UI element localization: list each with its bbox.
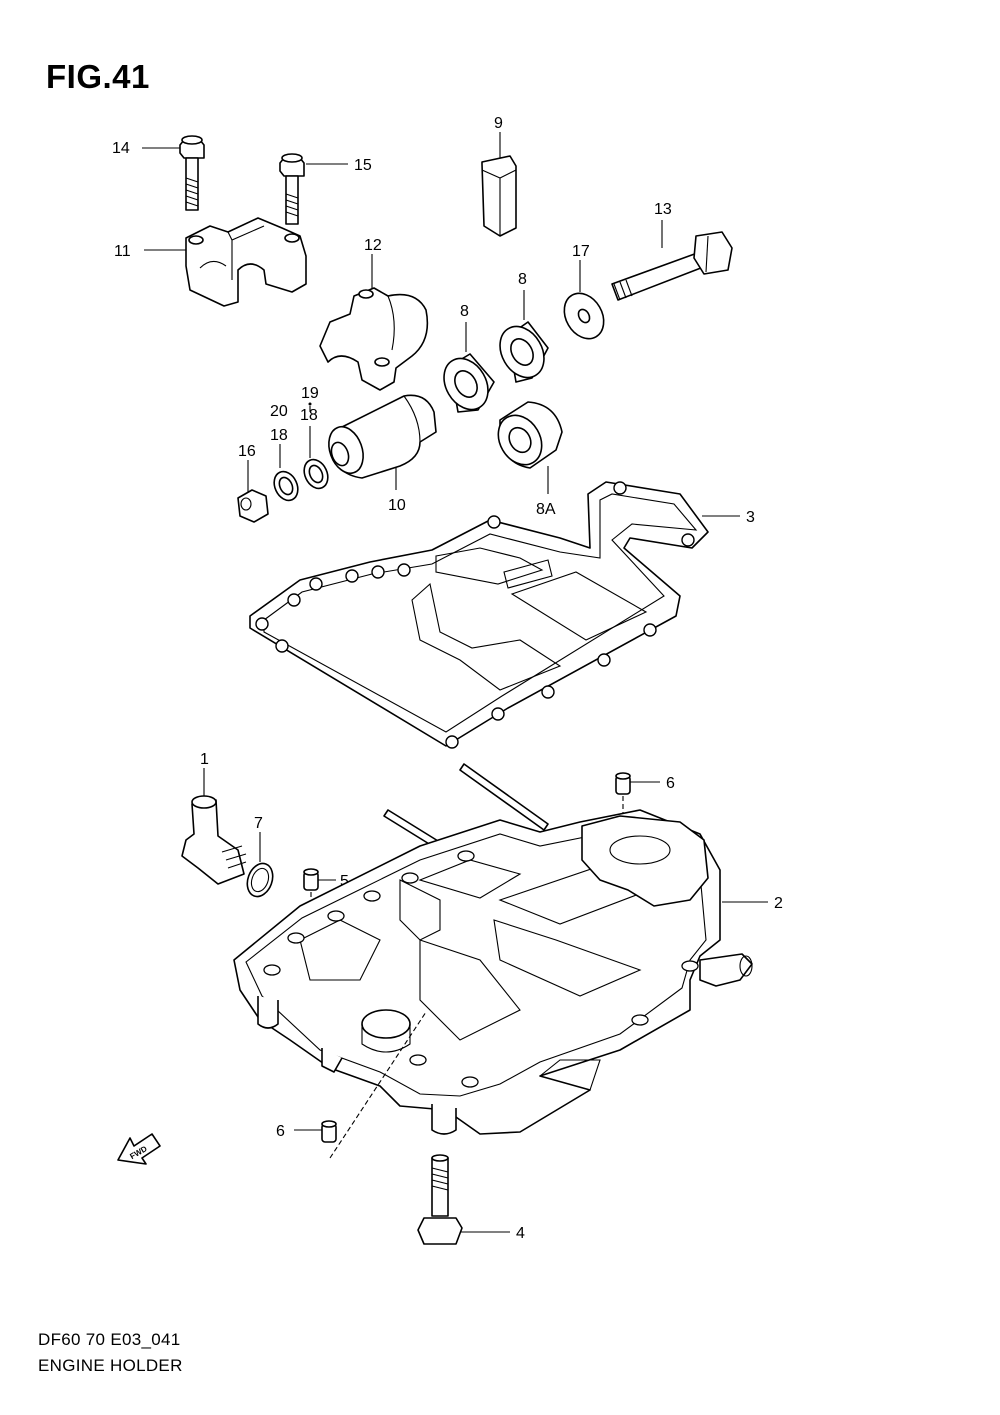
part-17-washer bbox=[563, 260, 605, 340]
part-14-bolt bbox=[142, 135, 205, 211]
part-6-dowel-upper bbox=[615, 772, 660, 874]
part-1-elbow-fitting bbox=[181, 768, 247, 885]
callout-12: 12 bbox=[364, 237, 382, 254]
callout-14: 14 bbox=[112, 140, 130, 157]
callout-13: 13 bbox=[654, 201, 672, 218]
callout-2: 2 bbox=[774, 895, 783, 912]
fwd-arrow-icon: FWD bbox=[117, 1133, 161, 1165]
callout-5: 5 bbox=[340, 873, 349, 890]
callout-20: 20 bbox=[270, 403, 288, 420]
part-13-long-bolt bbox=[611, 220, 733, 301]
footer-code: DF60 70 E03_041 bbox=[38, 1330, 181, 1349]
part-16-nut bbox=[237, 460, 269, 523]
part-11-upper-clamp bbox=[144, 217, 307, 307]
part-7-o-ring bbox=[246, 832, 274, 898]
part-8-bushing-left bbox=[443, 322, 495, 413]
callout-8-left: 8 bbox=[460, 303, 469, 320]
part-2-engine-holder bbox=[233, 763, 768, 1135]
part-3-gasket bbox=[249, 481, 740, 749]
part-8A-bushing bbox=[497, 401, 563, 494]
callout-15: 15 bbox=[354, 157, 372, 174]
callout-9: 9 bbox=[494, 115, 503, 132]
callout-6-lower: 6 bbox=[276, 1123, 285, 1140]
footer-name: ENGINE HOLDER bbox=[38, 1356, 183, 1375]
callout-18-right: 18 bbox=[300, 407, 318, 424]
part-6-dowel-lower bbox=[294, 1011, 427, 1159]
callout-19: 19 bbox=[301, 385, 319, 402]
part-10-mount-cylinder bbox=[328, 394, 437, 490]
part-9-pad bbox=[481, 132, 517, 237]
part-18-19-washer-stack bbox=[303, 402, 329, 490]
figure-title: FIG.41 bbox=[46, 58, 150, 95]
callout-18-left: 18 bbox=[270, 427, 288, 444]
callout-4: 4 bbox=[516, 1225, 525, 1242]
part-15-bolt bbox=[279, 153, 348, 225]
callout-1: 1 bbox=[200, 751, 209, 768]
part-4-bolt bbox=[417, 1154, 510, 1245]
part-12-lower-clamp bbox=[319, 254, 429, 391]
callout-6-upper: 6 bbox=[666, 775, 675, 792]
callout-7: 7 bbox=[254, 815, 263, 832]
callout-10: 10 bbox=[388, 497, 406, 514]
callout-16: 16 bbox=[238, 443, 256, 460]
callout-11: 11 bbox=[114, 243, 131, 260]
callout-8A: 8A bbox=[536, 501, 556, 518]
part-8-bushing-upper bbox=[499, 290, 549, 383]
callout-8-upper: 8 bbox=[518, 271, 527, 288]
part-20-18-washer bbox=[273, 444, 299, 502]
callout-3: 3 bbox=[746, 509, 755, 526]
callout-17: 17 bbox=[572, 243, 590, 260]
